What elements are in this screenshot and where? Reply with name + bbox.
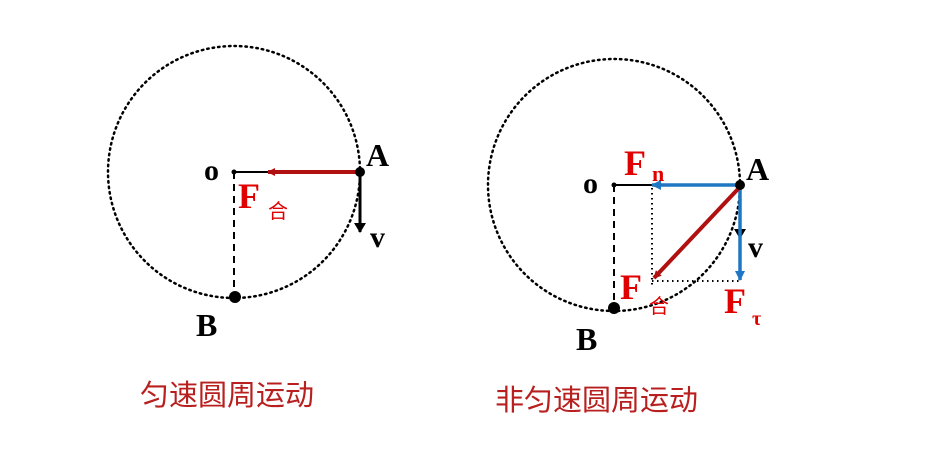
label-o: o [204,154,219,187]
point-o [611,182,617,188]
label-b: B [196,307,217,343]
normal-force-subscript: n [652,161,664,186]
nonuniform-circular-motion: o A B v F n F 合 F τ 非匀速圆周运动 [486,57,769,417]
label-a: A [746,151,769,187]
uniform-circular-motion: o A B v F 合 匀速圆周运动 [106,44,389,412]
net-force-label: F [238,176,260,216]
normal-force-label: F [624,143,646,183]
point-a [355,167,365,177]
point-b [608,302,620,314]
caption-nonuniform: 非匀速圆周运动 [495,383,698,417]
net-force-arrow [652,187,740,280]
label-b: B [576,321,597,357]
tangential-force-label: F [724,281,746,321]
caption-uniform: 匀速圆周运动 [140,378,314,412]
net-force-subscript: 合 [268,199,288,223]
net-force-label: F [620,267,642,307]
label-a: A [366,137,389,173]
label-o: o [583,167,598,200]
label-v: v [748,231,763,264]
point-b [229,291,241,303]
net-force-subscript: 合 [649,294,669,318]
label-v: v [370,221,385,254]
tangential-force-subscript: τ [752,308,761,330]
point-a [735,180,745,190]
point-o [231,169,237,175]
